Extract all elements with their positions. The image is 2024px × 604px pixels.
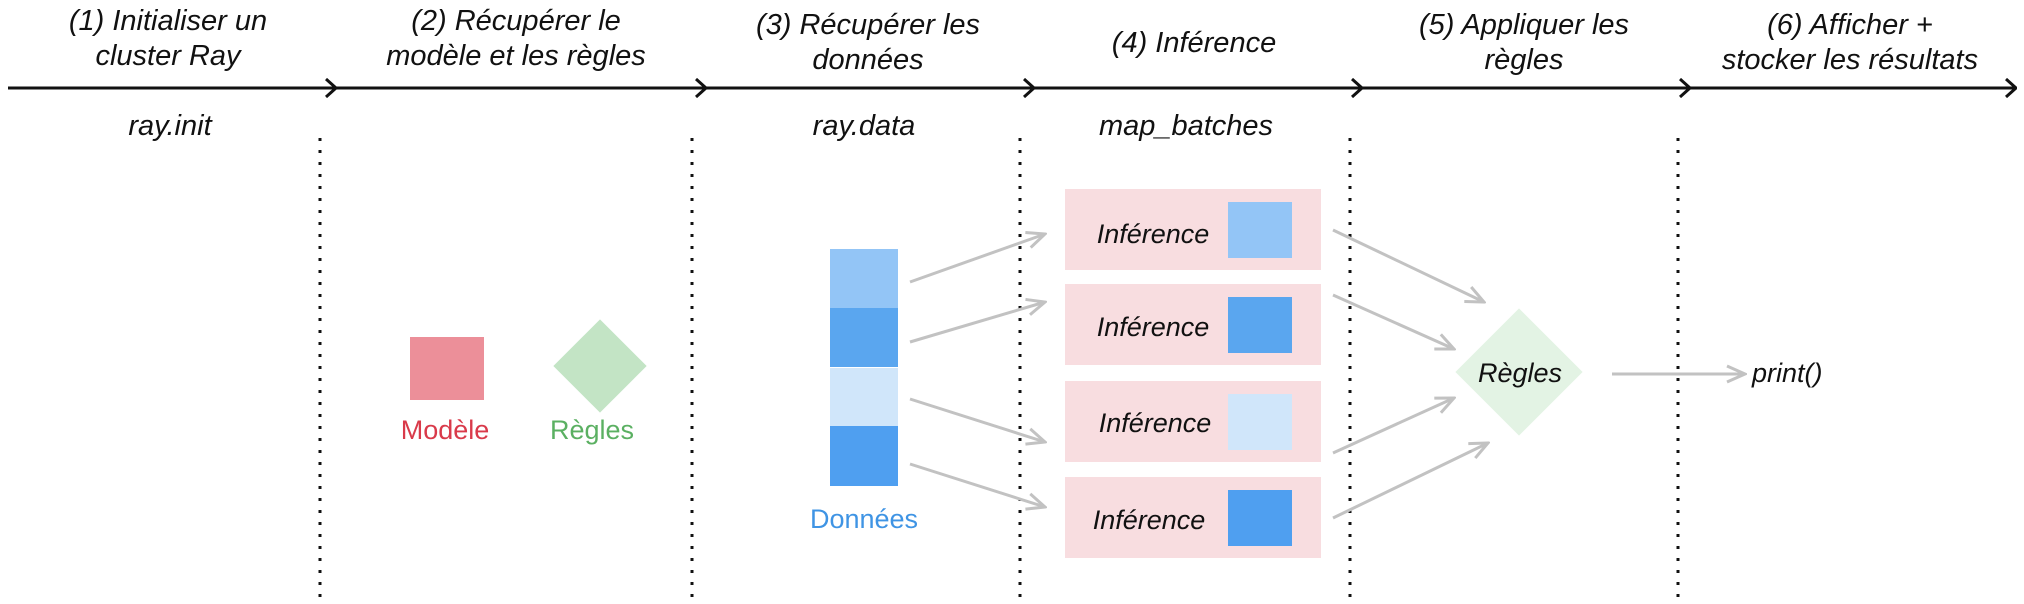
arrow (1332, 228, 1484, 302)
data-block (830, 308, 898, 367)
rules-diamond (553, 319, 647, 413)
data-stack (830, 249, 898, 486)
inference-label: Inférence (1092, 505, 1206, 535)
model-label: Modèle (400, 415, 490, 445)
inference-chip (1228, 394, 1292, 450)
print-output-label: print() (1752, 358, 1823, 388)
rules-apply-label: Règles (1477, 358, 1563, 388)
data-label: Données (809, 504, 919, 534)
stage-title-4: (4) Inférence (1111, 27, 1277, 59)
stage-title-3: (3) Récupérer les données (755, 9, 981, 76)
stage-title-6: (6) Afficher + stocker les résultats (1721, 9, 1979, 76)
stage-separators (318, 138, 1680, 598)
stage-title-1: (1) Initialiser un cluster Ray (68, 5, 268, 72)
arrow (1332, 443, 1488, 520)
inference-label: Inférence (1098, 408, 1212, 438)
stage-api-ray-init: ray.init (128, 110, 212, 142)
arrow (909, 462, 1045, 507)
stage-api-map-batches: map_batches (1098, 110, 1274, 142)
inference-to-rules-arrows (1332, 228, 1488, 520)
arrow (1332, 398, 1454, 455)
data-block (830, 426, 898, 486)
arrow (909, 302, 1045, 344)
rules-label: Règles (549, 415, 635, 445)
rules-apply-diamond (1455, 308, 1583, 436)
inference-chip (1228, 490, 1292, 546)
model-square (410, 337, 484, 400)
data-to-inference-arrows (909, 234, 1045, 507)
stage-title-5: (5) Appliquer les règles (1418, 9, 1630, 76)
inference-chip (1228, 297, 1292, 353)
inference-blocks (1065, 189, 1321, 558)
inference-label: Inférence (1096, 312, 1210, 342)
data-block (830, 368, 898, 426)
inference-label: Inférence (1096, 219, 1210, 249)
data-block (830, 249, 898, 308)
arrow (909, 234, 1045, 284)
stage-api-ray-data: ray.data (812, 110, 916, 142)
arrow (1332, 293, 1454, 349)
inference-chip (1228, 202, 1292, 258)
arrow (909, 397, 1045, 442)
stage-title-2: (2) Récupérer le modèle et les règles (386, 5, 646, 72)
